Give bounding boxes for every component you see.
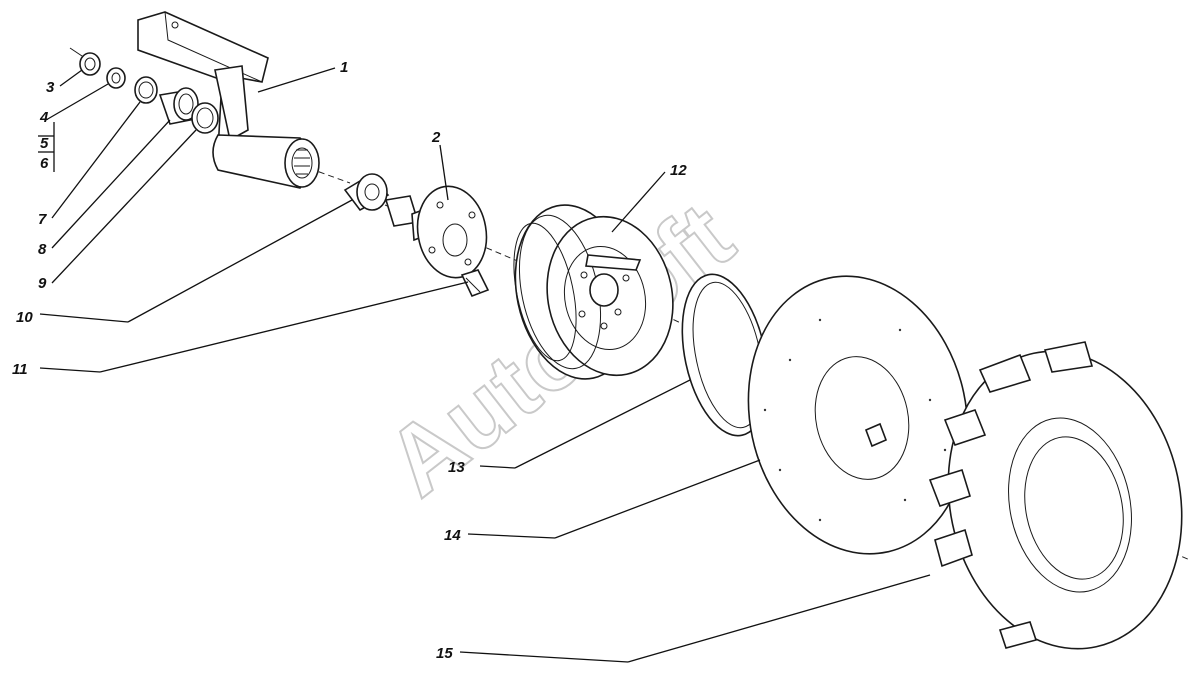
callout-15: 15 [436, 645, 453, 662]
callout-6: 6 [40, 155, 49, 172]
tire-part-15 [928, 341, 1183, 650]
callout-9: 9 [38, 275, 47, 292]
ring-part-7 [134, 76, 158, 104]
axle-flange-part-2 [384, 185, 488, 279]
bracket-housing-part [137, 11, 320, 189]
nut-part-3 [69, 47, 101, 76]
wheel-rim-part-12 [513, 204, 674, 380]
callout-1: 1 [340, 59, 348, 76]
callout-8: 8 [38, 241, 47, 258]
bushing-part-8 [158, 87, 202, 125]
washer-part-4 [106, 67, 126, 89]
inner-tube-part-14 [747, 275, 969, 555]
leader-lines [38, 67, 931, 663]
callout-10: 10 [16, 309, 33, 326]
bearing-part-10 [343, 173, 390, 212]
callout-2: 2 [431, 129, 441, 146]
callout-7: 7 [38, 211, 47, 228]
ring-part-9 [191, 102, 219, 134]
callout-12: 12 [670, 162, 687, 179]
callout-3: 3 [46, 79, 55, 96]
callout-5: 5 [40, 135, 49, 152]
callout-4: 4 [39, 109, 49, 126]
callout-labels: 1 2 3 4 5 6 7 8 9 10 11 12 13 14 15 [12, 59, 687, 662]
callout-13: 13 [448, 459, 465, 476]
callout-11: 11 [12, 361, 28, 378]
callout-14: 14 [444, 527, 461, 544]
bolt-part-11 [460, 269, 490, 298]
